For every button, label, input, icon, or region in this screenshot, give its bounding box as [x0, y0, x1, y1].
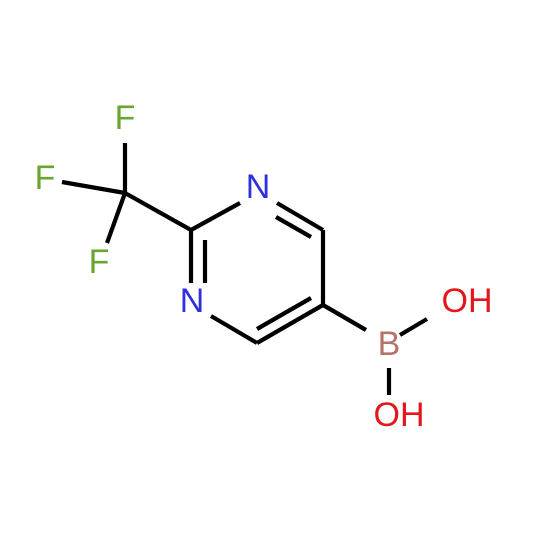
bond-n1-c6: [275, 201, 325, 232]
bond-c5-boron: [321, 303, 368, 332]
bond-boron-oh-top: [398, 317, 429, 337]
bond-cf3-f-bottom: [105, 192, 127, 244]
nitrogen-bottom-label: N: [180, 282, 205, 320]
bonds: [61, 143, 429, 395]
bond-cf3-c2: [123, 191, 193, 232]
nitrogen-top-label: N: [246, 168, 271, 206]
atom-labels: F F F N N B OH OH: [35, 99, 493, 434]
bond-c2-n1: [189, 201, 242, 232]
fluorine-left-label: F: [35, 159, 56, 197]
bond-c5-c4-inner: [255, 296, 313, 331]
hydroxyl-top-label: OH: [442, 282, 493, 320]
fluorine-top-label: F: [115, 99, 136, 137]
hydroxyl-bottom-label: OH: [374, 396, 425, 434]
bond-cf3-f-left: [61, 179, 126, 196]
bond-c4-n3: [209, 314, 259, 345]
bond-n1-c6-inner: [274, 215, 313, 239]
bond-c5-c4: [255, 303, 325, 345]
boron-label: B: [378, 325, 401, 363]
fluorine-bottom-label: F: [89, 243, 110, 281]
